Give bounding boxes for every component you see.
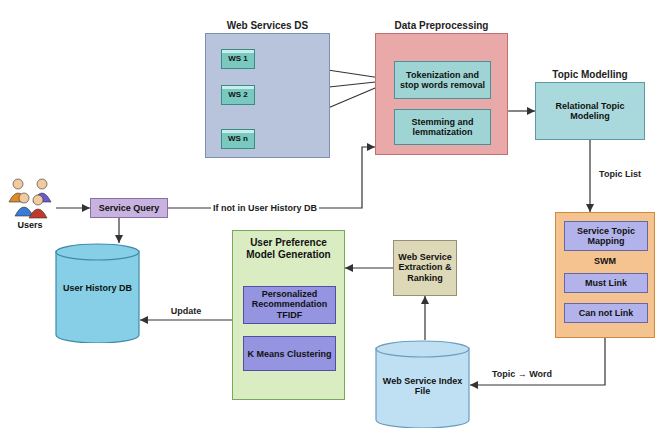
node-label: Users bbox=[4, 220, 56, 230]
group-box: Web Services DSWS 1WS 2WS n bbox=[205, 33, 330, 158]
service-icon: WS n bbox=[221, 129, 255, 149]
node-label: Can not Link bbox=[565, 308, 647, 318]
node-label: Must Link bbox=[565, 278, 647, 288]
group-heading: Topic Modelling bbox=[516, 69, 663, 81]
group-box: Data PreprocessingTokenization and stop … bbox=[375, 33, 508, 155]
node-label: Web Service Index File bbox=[375, 376, 470, 397]
service-icon: WS 1 bbox=[221, 49, 255, 69]
connector-arrow bbox=[508, 110, 535, 111]
process-box: Web Service Extraction & Ranking bbox=[393, 240, 457, 296]
connector-arrow bbox=[345, 267, 393, 268]
group-box: SWM Service Topic MappingMust LinkCan not… bbox=[555, 212, 655, 338]
group-heading: Web Services DS bbox=[186, 20, 349, 32]
cylinder-top bbox=[56, 244, 139, 260]
process-box: Tokenization and stop words removal bbox=[394, 61, 491, 99]
node-label: WS 1 bbox=[222, 54, 254, 63]
user-head bbox=[33, 195, 43, 205]
users-illustration bbox=[4, 170, 56, 220]
connector-arrow bbox=[470, 338, 605, 385]
node-label: User History DB bbox=[55, 283, 140, 293]
process-box: Can not Link bbox=[564, 303, 648, 323]
edge-label: Update bbox=[169, 306, 204, 317]
group-box: User Preference Model GenerationPersonal… bbox=[232, 230, 345, 400]
process-box: Must Link bbox=[564, 273, 648, 293]
edge-label: Topic → Word bbox=[490, 369, 554, 380]
connector-arrow bbox=[589, 140, 590, 212]
database-cylinder: User History DB bbox=[55, 243, 140, 343]
node-label: User Preference Model Generation bbox=[233, 237, 344, 260]
database-cylinder: Web Service Index File bbox=[375, 340, 470, 428]
node-label: WS n bbox=[222, 134, 254, 143]
cylinder-body bbox=[56, 251, 139, 343]
connector-arrow bbox=[56, 207, 90, 208]
node-label: WS 2 bbox=[222, 90, 254, 99]
process-box: Topic ModellingRelational Topic Modeling bbox=[535, 82, 645, 140]
process-box: Stemming and lemmatization bbox=[394, 109, 491, 145]
group-heading: Data Preprocessing bbox=[356, 20, 527, 32]
node-label: Service Query bbox=[91, 203, 167, 213]
node-label: Service Topic Mapping bbox=[565, 226, 647, 247]
service-icon: WS 2 bbox=[221, 85, 255, 105]
node-label: Stemming and lemmatization bbox=[395, 117, 490, 138]
node-label: Web Service Extraction & Ranking bbox=[394, 252, 456, 283]
cylinder-body bbox=[376, 348, 469, 428]
user-head bbox=[13, 179, 23, 189]
process-box: K Means Clustering bbox=[243, 336, 336, 371]
process-box: Service Query bbox=[90, 198, 168, 218]
connector-arrow bbox=[118, 218, 119, 243]
user-body bbox=[29, 209, 47, 218]
node-label: Tokenization and stop words removal bbox=[395, 70, 490, 91]
connector-arrow bbox=[424, 296, 425, 340]
node-label: K Means Clustering bbox=[244, 348, 335, 358]
node-label: SWM bbox=[556, 256, 654, 266]
user-head bbox=[37, 179, 47, 189]
connector-arrow bbox=[140, 319, 232, 320]
edge-label: If not in User History DB bbox=[211, 203, 319, 214]
process-box: Service Topic Mapping bbox=[564, 221, 648, 251]
edge-label: Topic List bbox=[597, 169, 643, 180]
cylinder-top bbox=[376, 341, 469, 357]
node-label: Relational Topic Modeling bbox=[536, 101, 644, 122]
user-icon: Users bbox=[4, 170, 56, 234]
node-label: Personalized Recommendation TFIDF bbox=[244, 289, 335, 320]
user-body bbox=[15, 207, 33, 216]
user-head bbox=[19, 193, 29, 203]
process-box: Personalized Recommendation TFIDF bbox=[243, 286, 336, 324]
